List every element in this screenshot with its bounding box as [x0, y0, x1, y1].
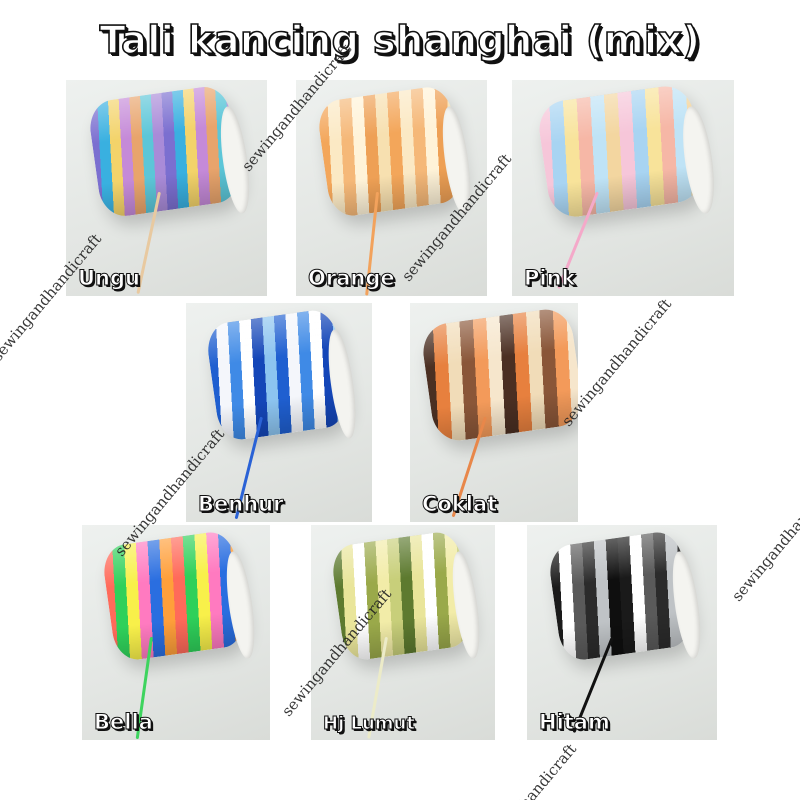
- product-label: Coklat: [421, 492, 498, 517]
- product-label: Bella: [94, 710, 154, 735]
- cord-spool-image: [546, 529, 695, 663]
- product-label: Hitam: [539, 710, 611, 735]
- cord-spool-image: [535, 82, 706, 220]
- cord-spool-image: [86, 83, 243, 219]
- cord-spool-image: [204, 307, 350, 443]
- product-card-coklat: Coklat: [410, 303, 578, 522]
- watermark-text: sewingandhandicraft: [463, 740, 580, 800]
- product-label: Orange: [308, 266, 396, 291]
- product-card-hitam: Hitam: [527, 525, 717, 740]
- product-label: Ungu: [78, 266, 141, 291]
- product-card-benhur: Benhur: [186, 303, 372, 522]
- product-card-ungu: Ungu: [66, 80, 267, 296]
- product-card-orange: Orange: [296, 80, 487, 296]
- product-card-bella: Bella: [82, 525, 270, 740]
- product-card-hj-lumut: Hj Lumut: [311, 525, 495, 740]
- cord-spool-image: [329, 529, 473, 663]
- cord-spool-image: [419, 306, 578, 445]
- product-label: Hj Lumut: [323, 713, 416, 735]
- product-card-pink: Pink: [512, 80, 734, 296]
- cord-spool-image: [315, 84, 464, 219]
- page-title: Tali kancing shanghai (mix): [99, 17, 701, 63]
- product-label: Pink: [524, 266, 577, 291]
- watermark-text: sewingandhandicraft: [728, 470, 800, 605]
- cord-spool-image: [100, 529, 248, 663]
- product-label: Benhur: [197, 492, 284, 517]
